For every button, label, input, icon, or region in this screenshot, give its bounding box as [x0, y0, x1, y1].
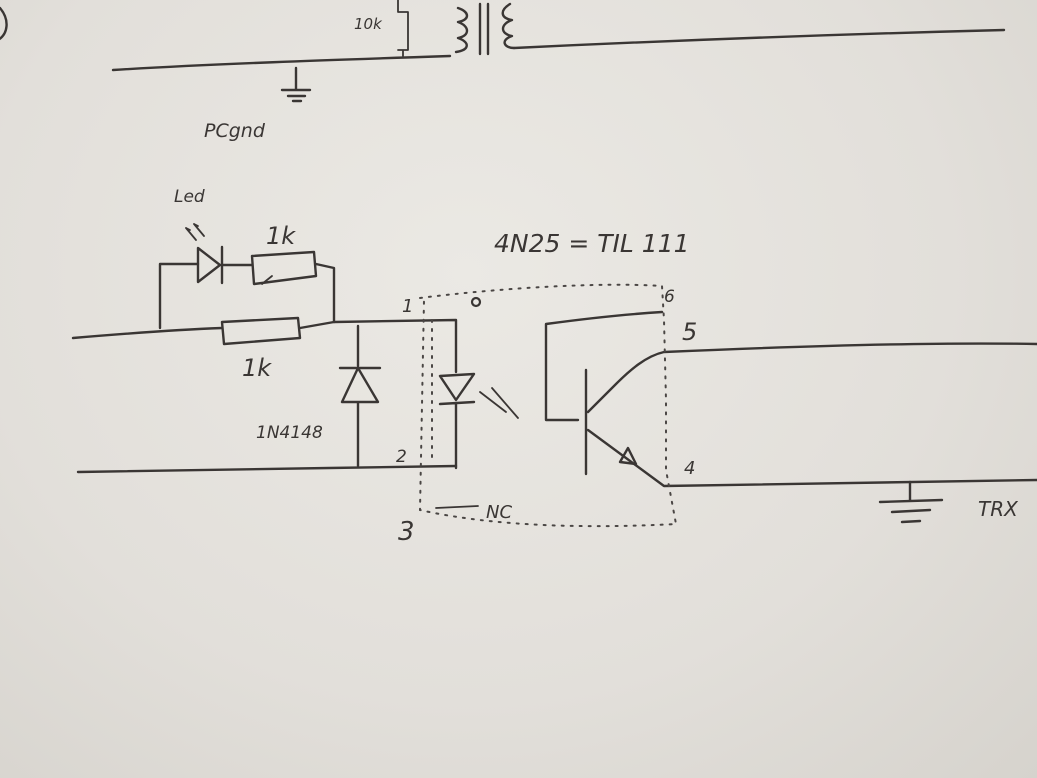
label-top-res: 10k	[354, 15, 383, 33]
label-ic: 4N25 = TIL 111	[494, 229, 690, 258]
opto-light-arrows	[479, 387, 519, 419]
label-trx: TRX	[978, 497, 1019, 521]
label-diode: 1N4148	[256, 423, 323, 443]
resistor-lower	[220, 316, 336, 346]
label-pin3: 3	[398, 517, 415, 547]
top-ground-symbol	[280, 66, 312, 103]
input-top-wire	[71, 326, 224, 340]
emitter-wire	[586, 428, 1037, 488]
transformer-coil-right	[501, 2, 516, 50]
label-pin5: 5	[682, 318, 697, 346]
label-pin6: 6	[664, 287, 675, 307]
trx-ground-symbol	[878, 480, 944, 524]
diode-1n4148	[338, 324, 382, 468]
opto-package-outline	[418, 283, 678, 528]
top-resistor-lead	[397, 0, 409, 57]
label-pin1: 1	[402, 296, 413, 317]
node-to-pin1-wire	[332, 318, 458, 374]
collector-wire	[586, 342, 1037, 414]
led-branch-wire	[158, 262, 200, 330]
resistor-upper	[250, 250, 336, 324]
label-nc: NC	[486, 502, 512, 523]
phototransistor-base	[544, 310, 664, 476]
input-bottom-wire	[76, 464, 458, 474]
nc-line	[435, 505, 479, 509]
label-pin2: 2	[396, 447, 407, 467]
led-arrows	[185, 223, 205, 241]
emitter-arrow	[618, 446, 638, 466]
pin1-marker	[470, 296, 482, 308]
top-ground-wire	[111, 54, 452, 72]
top-right-wire	[512, 28, 1006, 50]
led-symbol	[196, 245, 254, 285]
transformer-coil-left	[454, 6, 469, 54]
opto-led	[438, 372, 476, 470]
label-pin4: 4	[684, 458, 695, 479]
top-left-bracket	[0, 6, 8, 40]
label-r2: 1k	[242, 354, 272, 382]
resistor-upper-tail	[261, 275, 273, 285]
label-pc-gnd: PCgnd	[204, 120, 266, 142]
label-r1: 1k	[266, 222, 296, 250]
label-led: Led	[174, 187, 205, 207]
transformer-core	[478, 2, 490, 56]
